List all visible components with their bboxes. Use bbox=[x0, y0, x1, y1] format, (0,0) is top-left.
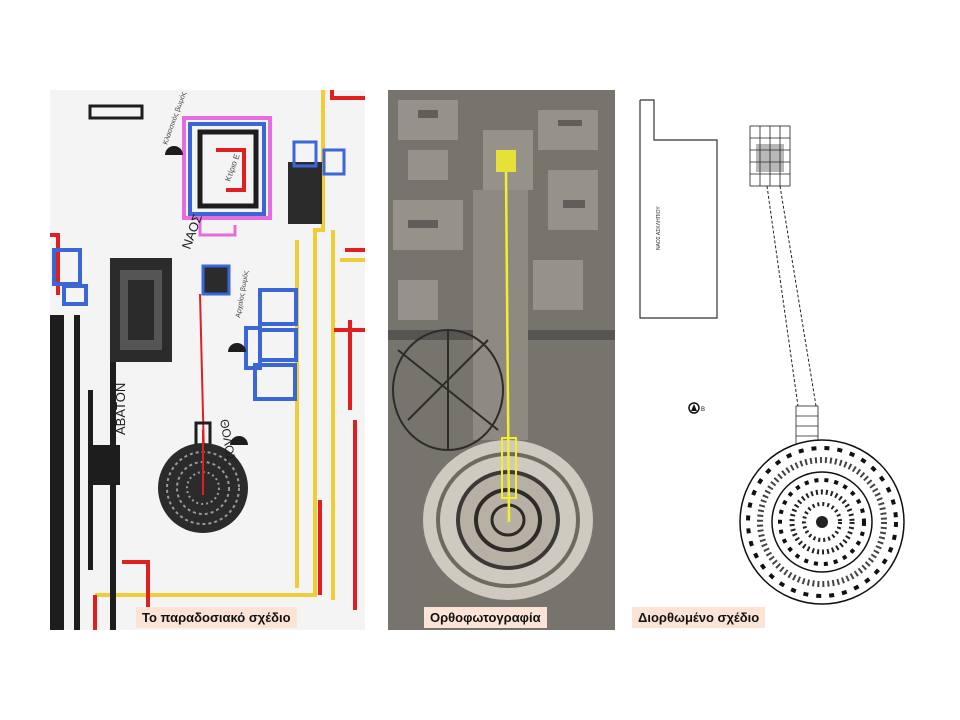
blue-structure-e4 bbox=[253, 363, 297, 401]
building-e-pink-annex bbox=[198, 218, 237, 237]
caption-traditional-plan: Το παραδοσιακό σχέδιο bbox=[136, 607, 297, 628]
red-wall-top bbox=[330, 90, 365, 100]
corrected-corridor-right bbox=[779, 185, 817, 407]
corrected-tholos-center bbox=[816, 516, 828, 528]
ortho-ruin-1 bbox=[398, 100, 458, 140]
corrected-plan-panel: ΝΑΟΣ ΑΣΚΛΗΠΙΟΥ B bbox=[632, 90, 926, 630]
blue-structure-e3 bbox=[244, 326, 262, 370]
orthophoto-panel: Ορθοφωτογραφία bbox=[388, 90, 615, 630]
ortho-yellow-altar bbox=[496, 150, 516, 172]
ortho-ruin-7 bbox=[533, 260, 583, 310]
blue-east-structures bbox=[244, 288, 298, 401]
stoa-outer-wall bbox=[50, 315, 64, 630]
orthophoto-image bbox=[388, 90, 615, 630]
blue-structure-w2 bbox=[62, 284, 88, 306]
blue-structure-e1 bbox=[258, 288, 298, 326]
ortho-ruin-8 bbox=[398, 280, 438, 320]
ortho-shadow-1 bbox=[418, 110, 438, 118]
label-archaios-vomos: Αρχαίος βωμός bbox=[234, 269, 250, 318]
caption-orthophoto: Ορθοφωτογραφία bbox=[424, 607, 547, 628]
building-e-pink bbox=[182, 116, 272, 220]
ortho-shadow-2 bbox=[558, 120, 582, 126]
corrected-tholos-floor-1 bbox=[789, 489, 855, 555]
ortho-scaffolding bbox=[392, 329, 504, 451]
building-e-black bbox=[197, 129, 259, 209]
ortho-ruin-2 bbox=[408, 150, 448, 180]
ne-building-blue bbox=[292, 140, 318, 168]
corrected-tholos-floor-2 bbox=[802, 502, 842, 542]
tholos-ring-3 bbox=[186, 471, 220, 505]
label-ktirio-e: Κτίριο Ε bbox=[223, 153, 241, 183]
ne-building-blue-b bbox=[322, 148, 346, 176]
label-abaton: ΑΒΑΤΟΝ bbox=[113, 383, 128, 435]
red-walls bbox=[50, 90, 365, 630]
building-e-red bbox=[216, 148, 246, 192]
north-arrow-icon bbox=[688, 402, 700, 414]
label-naos-asklipiou: ΝΑΟΣ ΑΣΚΛΗΠΙΟΥ bbox=[656, 206, 662, 250]
traditional-plan-drawing: ΑΒΑΤΟΝ ΝΑΟΣ ΘΟΛΟΣ Κτίριο Ε Κλασσικός βωμ… bbox=[50, 90, 365, 630]
corrected-plan-drawing: ΝΑΟΣ ΑΣΚΛΗΠΙΟΥ B bbox=[639, 99, 905, 605]
corrected-altar bbox=[749, 125, 791, 187]
blue-west-structures bbox=[52, 248, 88, 306]
temple-naos bbox=[110, 258, 172, 362]
corrected-altar-shade bbox=[756, 144, 784, 172]
red-wall-g bbox=[122, 560, 150, 610]
traditional-plan-panel: ΑΒΑΤΟΝ ΝΑΟΣ ΘΟΛΟΣ Κτίριο Ε Κλασσικός βωμ… bbox=[50, 90, 365, 630]
exedra-3 bbox=[230, 436, 248, 445]
yellow-path-main bbox=[95, 90, 325, 597]
corrected-corridor-left bbox=[766, 185, 799, 407]
building-e-blue bbox=[188, 122, 266, 216]
ortho-path bbox=[473, 190, 528, 440]
ortho-shadow-4 bbox=[563, 200, 585, 208]
temple-inner bbox=[128, 280, 154, 340]
caption-corrected-plan: Διορθωμένο σχέδιο bbox=[632, 607, 766, 628]
stoa-inner-wall bbox=[74, 315, 80, 630]
north-building bbox=[88, 104, 144, 120]
north-marker-label: B bbox=[701, 407, 705, 413]
archaic-altar bbox=[201, 264, 231, 296]
corrected-tholos-inner-columns bbox=[778, 478, 866, 566]
abaton-stoa bbox=[50, 315, 120, 630]
northeast-building bbox=[288, 140, 346, 224]
corrected-tholos bbox=[739, 439, 905, 605]
stoa-east-wall bbox=[110, 320, 116, 630]
ortho-yellow-ramp bbox=[501, 437, 517, 499]
corrected-tholos-cella bbox=[771, 471, 873, 573]
corrected-tholos-columns bbox=[746, 446, 898, 598]
corrected-temple-outline bbox=[639, 99, 718, 319]
corrected-corridor bbox=[766, 185, 817, 407]
ortho-ruin-5 bbox=[538, 110, 598, 150]
blue-structure-e2 bbox=[258, 328, 298, 362]
ortho-yellow-axis bbox=[504, 171, 511, 523]
red-wall-f bbox=[50, 233, 60, 295]
exedra-1 bbox=[165, 146, 183, 155]
tholos-plan bbox=[158, 421, 248, 533]
north-arrow-tip-icon bbox=[691, 404, 697, 411]
exedra-2 bbox=[228, 343, 246, 352]
corrected-tholos-paving bbox=[757, 457, 887, 587]
building-e bbox=[182, 116, 272, 237]
ortho-shadow-3 bbox=[408, 220, 438, 228]
ne-building-body bbox=[288, 162, 322, 224]
